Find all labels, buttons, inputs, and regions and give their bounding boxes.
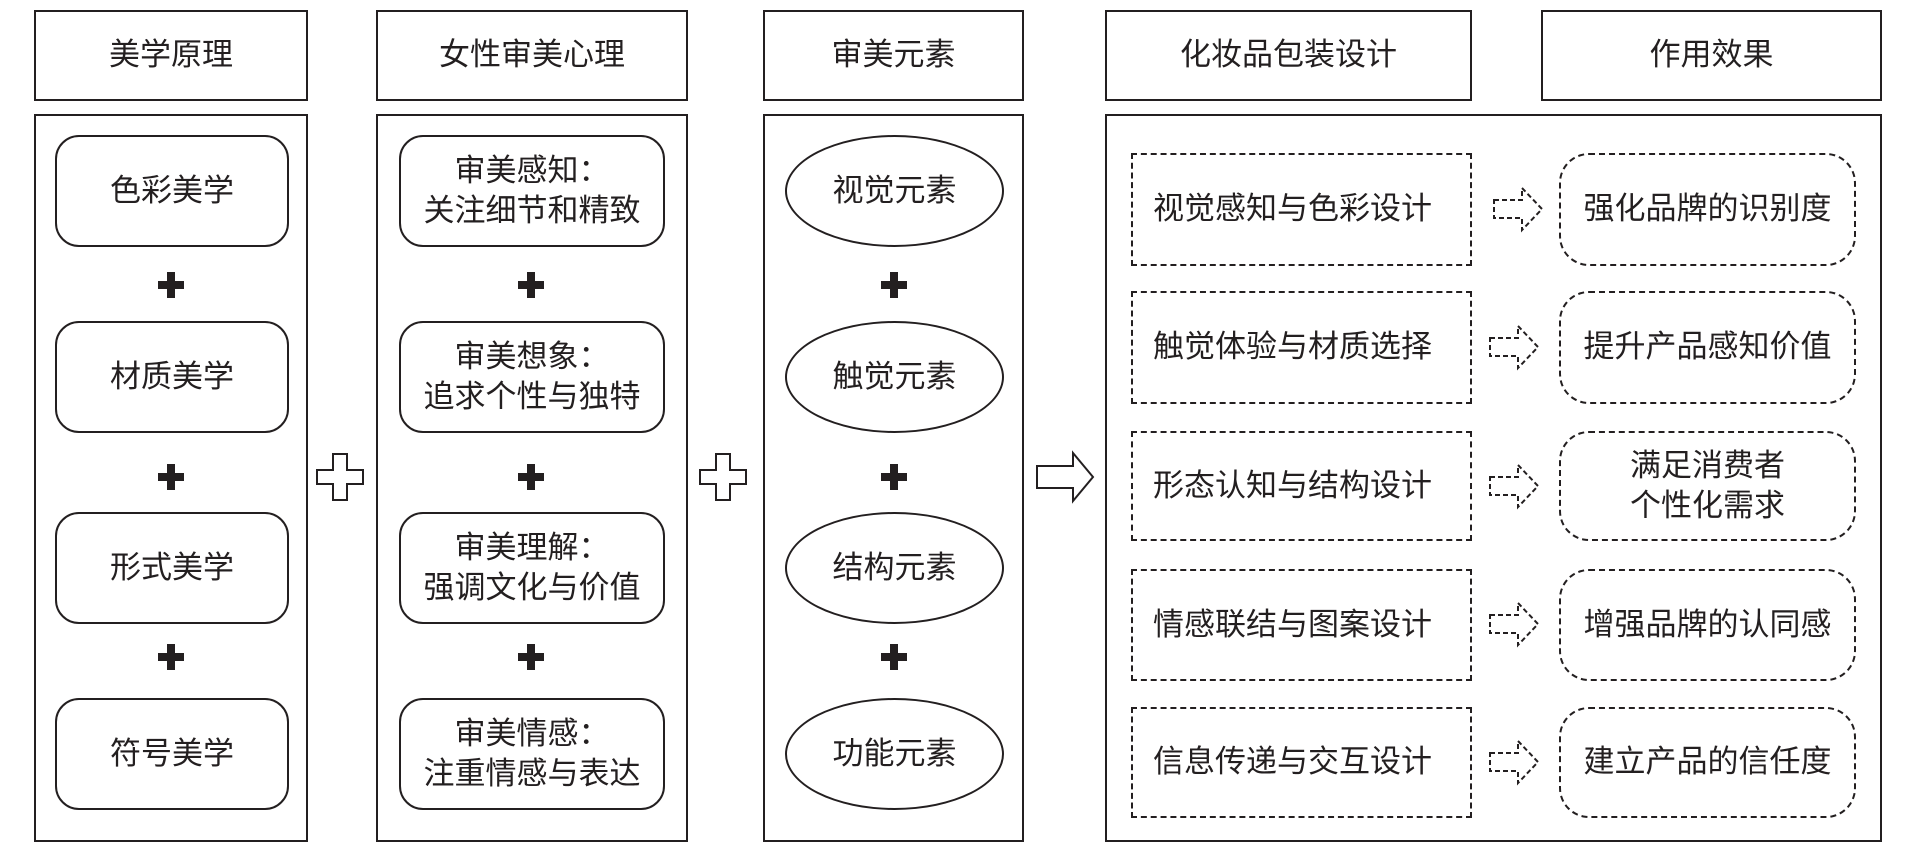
psychology-title: 审美理解：	[454, 529, 610, 566]
hollow-plus-icon	[316, 453, 364, 501]
arrow-right-icon	[1036, 450, 1095, 504]
psychology-desc: 追求个性与独特	[423, 379, 641, 415]
psychology-title: 审美情感：	[454, 715, 610, 752]
dashed-arrow-icon	[1489, 187, 1543, 784]
effect-box: 满足消费者个性化需求	[1559, 431, 1856, 541]
effect-text: 强化品牌的识别度	[1583, 191, 1832, 228]
psychology-item: 审美感知： 关注细节和精致	[399, 135, 665, 247]
psychology-desc: 强调文化与价值	[423, 570, 641, 606]
aesthetics-item: 符号美学	[55, 698, 289, 810]
psychology-panel	[376, 114, 688, 842]
effect-text: 个性化需求	[1630, 488, 1785, 524]
psychology-desc: 注重情感与表达	[423, 756, 641, 792]
design-box: 视觉感知与色彩设计	[1131, 153, 1472, 266]
effect-text: 增强品牌的认同感	[1583, 606, 1832, 643]
design-box: 触觉体验与材质选择	[1131, 291, 1472, 404]
aesthetics-item: 色彩美学	[55, 135, 289, 247]
element-ellipse: 功能元素	[785, 698, 1004, 810]
aesthetics-item: 形式美学	[55, 512, 289, 624]
effect-box: 强化品牌的识别度	[1559, 153, 1856, 266]
header-aesthetic-elements: 审美元素	[763, 10, 1024, 101]
plus-icon	[881, 272, 907, 670]
plus-icon	[158, 272, 184, 670]
effect-box: 提升产品感知价值	[1559, 291, 1856, 404]
psychology-desc: 关注细节和精致	[423, 193, 641, 229]
psychology-item: 审美理解： 强调文化与价值	[399, 512, 665, 624]
header-female-psychology: 女性审美心理	[376, 10, 688, 101]
design-effects-panel	[1105, 114, 1882, 842]
design-box: 信息传递与交互设计	[1131, 707, 1472, 818]
element-ellipse: 视觉元素	[785, 135, 1004, 247]
design-box: 形态认知与结构设计	[1131, 431, 1472, 541]
psychology-title: 审美感知：	[454, 152, 610, 189]
design-box: 情感联结与图案设计	[1131, 569, 1472, 681]
effect-box: 增强品牌的认同感	[1559, 569, 1856, 681]
psychology-item: 审美情感： 注重情感与表达	[399, 698, 665, 810]
psychology-item: 审美想象： 追求个性与独特	[399, 321, 665, 433]
aesthetics-item: 材质美学	[55, 321, 289, 433]
effect-text: 建立产品的信任度	[1583, 744, 1832, 781]
psychology-title: 审美想象：	[454, 338, 610, 375]
element-ellipse: 触觉元素	[785, 321, 1004, 433]
header-aesthetic-principles: 美学原理	[34, 10, 308, 101]
header-effects: 作用效果	[1541, 10, 1882, 101]
aesthetics-panel	[34, 114, 308, 842]
elements-panel	[763, 114, 1024, 842]
effect-text: 满足消费者	[1630, 447, 1785, 484]
header-packaging-design: 化妆品包装设计	[1105, 10, 1472, 101]
element-ellipse: 结构元素	[785, 512, 1004, 624]
plus-icon	[518, 272, 544, 670]
effect-box: 建立产品的信任度	[1559, 707, 1856, 818]
hollow-plus-icon	[699, 453, 747, 501]
effect-text: 提升产品感知价值	[1583, 329, 1832, 366]
